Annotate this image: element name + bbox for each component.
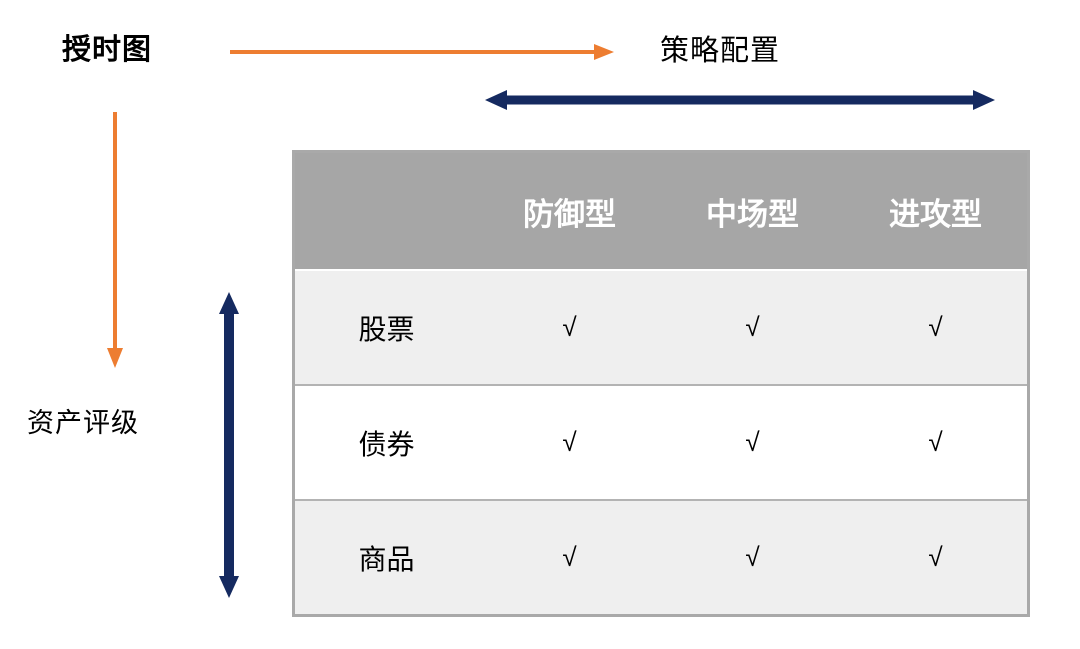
asset-rating-label: 资产评级 <box>27 408 139 438</box>
check-mark: √ <box>562 542 577 572</box>
header-cell-defensive: 防御型 <box>523 196 616 232</box>
matrix-header-row: 防御型 中场型 进攻型 <box>295 153 1027 271</box>
check-mark: √ <box>745 542 760 572</box>
check-mark: √ <box>928 427 943 457</box>
table-row-stocks: 股票 √ √ √ <box>295 271 1027 384</box>
check-mark: √ <box>745 427 760 457</box>
strategy-asset-matrix: 防御型 中场型 进攻型 股票 √ √ √ 债券 √ √ √ 商品 √ √ √ <box>292 150 1030 617</box>
timing-to-strategy-arrow-icon <box>230 44 614 60</box>
table-row-commodities: 商品 √ √ √ <box>295 499 1027 614</box>
check-mark: √ <box>928 542 943 572</box>
timing-to-asset-arrow-icon <box>107 112 123 368</box>
strategy-span-double-arrow-icon <box>485 90 995 110</box>
strategy-allocation-label: 策略配置 <box>660 35 781 67</box>
asset-span-double-arrow-icon <box>219 292 239 598</box>
check-mark: √ <box>745 312 760 342</box>
check-mark: √ <box>562 312 577 342</box>
timing-diagram-title: 授时图 <box>62 34 153 66</box>
check-mark: √ <box>928 312 943 342</box>
row-label: 商品 <box>358 543 415 575</box>
header-cell-midfield: 中场型 <box>706 196 799 232</box>
check-mark: √ <box>562 427 577 457</box>
header-cell-offensive: 进攻型 <box>889 196 982 232</box>
row-label: 债券 <box>358 428 415 460</box>
table-row-bonds: 债券 √ √ √ <box>295 384 1027 499</box>
row-label: 股票 <box>358 313 415 345</box>
